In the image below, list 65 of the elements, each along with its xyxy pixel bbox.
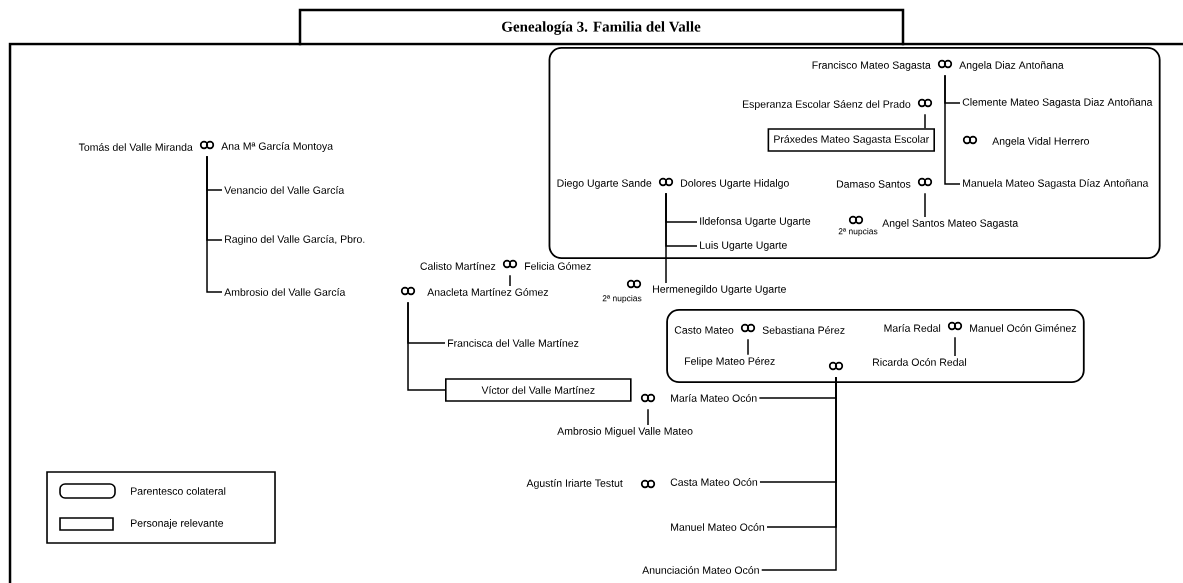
marriage-symbol — [947, 321, 963, 331]
person-name: Tomás del Valle Miranda — [78, 143, 193, 151]
person-name: Luis Ugarte Ugarte — [700, 241, 787, 251]
descent-line — [206, 155, 223, 293]
person-name: Hermenegildo Ugarte Ugarte — [653, 285, 786, 295]
person-name: Anacleta Martínez Gómez — [427, 288, 549, 296]
marriage-note: 2ª nupcias — [602, 295, 642, 303]
person-name: Ricarda Ocón Redal — [873, 358, 966, 366]
legend-text: Parentesco colateral — [131, 487, 226, 495]
person-name: Angela Vidal Herrero — [992, 137, 1089, 147]
marriage-symbol — [917, 98, 933, 108]
person-name: Ambrosio Miguel Valle Mateo — [557, 427, 693, 437]
marriage-symbol — [640, 393, 656, 403]
marriage-symbol — [937, 59, 953, 69]
highlight-box: Práxedes Mateo Sagasta Escolar — [767, 128, 935, 152]
marriage-symbol — [740, 323, 756, 333]
person-name: Francisca del Valle Martínez — [448, 339, 579, 347]
marriage-symbol — [917, 177, 933, 187]
person-name: Francisco Mateo Sagasta — [812, 61, 931, 71]
marriage-symbol — [199, 140, 215, 150]
descent-line — [944, 74, 961, 185]
person-name: María Redal — [884, 324, 941, 332]
person-name: Casto Mateo — [674, 326, 734, 334]
person-name: Dolores Ugarte Hidalgo — [681, 179, 789, 189]
marriage-symbol — [400, 286, 416, 296]
kinship-band — [548, 46, 1161, 259]
descent-line — [924, 192, 926, 218]
person-name: Ildefonsa Ugarte Ugarte — [700, 217, 811, 227]
person-name: Ambrosio del Valle García — [224, 288, 346, 296]
legend-text: Personaje relevante — [131, 519, 224, 529]
person-name: Ana Mª García Montoya — [221, 142, 334, 152]
person-name: Angela Diaz Antoñana — [959, 61, 1064, 71]
person-name: Sebastiana Pérez — [762, 326, 845, 334]
person-name: Agustín Iriarte Testut — [526, 479, 623, 489]
person-name: Ragino del Valle García, Pbro. — [225, 235, 365, 245]
person-name: Felipe Mateo Pérez — [685, 357, 775, 367]
person-name: Casta Mateo Ocón — [670, 478, 758, 486]
marriage-symbol — [658, 177, 674, 187]
person-name: Clemente Mateo Sagasta Diaz Antoñana — [962, 98, 1153, 108]
person-name: Manuel Mateo Ocón — [671, 523, 765, 531]
person-name: Damaso Santos — [836, 180, 911, 188]
person-name: Angel Santos Mateo Sagasta — [882, 219, 1019, 229]
descent-line — [407, 301, 446, 391]
marriage-symbol — [502, 259, 518, 269]
marriage-symbol — [828, 361, 844, 371]
title-box: Genealogía 3. Familia del Valle — [298, 8, 905, 46]
descent-line — [747, 338, 749, 356]
descent-line — [647, 408, 649, 426]
person-name: Esperanza Escolar Sáenz del Prado — [743, 100, 911, 110]
descent-line — [509, 274, 511, 287]
person-name: Felicia Gómez — [525, 262, 591, 270]
person-name: Venancio del Valle García — [224, 186, 345, 194]
person-name: Calisto Martínez — [420, 262, 496, 270]
person-name: Manuel Ocón Giménez — [970, 324, 1077, 332]
descent-line — [954, 336, 956, 357]
descent-line — [924, 113, 926, 129]
descent-line — [760, 376, 837, 571]
kinship-band — [666, 308, 1085, 384]
descent-line — [665, 192, 667, 284]
person-name: Manuela Mateo Sagasta Díaz Antoñana — [963, 179, 1149, 189]
person-name: María Mateo Ocón — [671, 394, 757, 402]
highlight-box: Víctor del Valle Martínez — [445, 378, 632, 402]
person-name: Diego Ugarte Sande — [557, 179, 652, 189]
marriage-note: 2ª nupcias — [838, 228, 878, 236]
person-name: Anunciación Mateo Ocón — [642, 566, 759, 574]
